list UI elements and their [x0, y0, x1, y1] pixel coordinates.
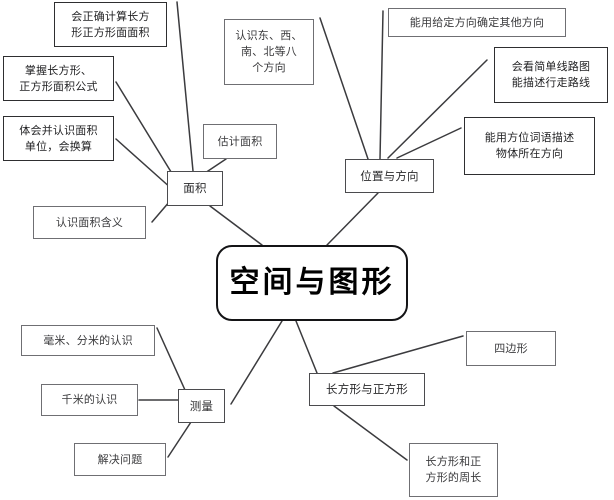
connector-position-to-pos-route-map [387, 59, 488, 159]
leaf-node-quadrilateral[interactable]: 四边形 [466, 331, 556, 366]
leaf-node-meas-mm-dm[interactable]: 毫米、分米的认识 [21, 325, 155, 356]
leaf-node-meas-km[interactable]: 千米的认识 [41, 384, 138, 416]
leaf-node-area-calc[interactable]: 会正确计算长方 形正方形面面积 [54, 2, 167, 47]
connector-center-to-area [209, 205, 263, 246]
branch-node-measure[interactable]: 测量 [178, 389, 225, 423]
connector-center-to-rect-square [295, 320, 318, 374]
connector-area-to-area-calc [176, 1, 194, 172]
branch-node-position[interactable]: 位置与方向 [345, 159, 434, 193]
branch-node-rect-square[interactable]: 长方形与正方形 [309, 373, 425, 406]
center-node-空间与图形[interactable]: 空间与图形 [216, 245, 408, 321]
connector-position-to-pos-words [396, 127, 462, 159]
connector-rect-square-to-perimeter [333, 405, 408, 461]
leaf-node-pos-words[interactable]: 能用方位词语描述 物体所在方向 [464, 117, 595, 175]
connector-rect-square-to-quadrilateral [332, 335, 464, 374]
leaf-node-area-unit[interactable]: 体会并认识面积 单位，会换算 [3, 116, 114, 161]
leaf-node-pos-eight-dir[interactable]: 认识东、西、 南、北等八 个方向 [224, 19, 314, 85]
leaf-node-area-meaning[interactable]: 认识面积含义 [33, 206, 146, 239]
connector-measure-to-meas-solve [167, 421, 192, 458]
leaf-node-pos-given-dir[interactable]: 能用给定方向确定其他方向 [388, 8, 566, 37]
leaf-node-area-formula[interactable]: 掌握长方形、 正方形面积公式 [3, 56, 114, 101]
connector-center-to-position [326, 192, 379, 246]
connector-position-to-pos-given-dir [379, 10, 384, 160]
leaf-node-meas-solve[interactable]: 解决问题 [74, 443, 166, 476]
connector-measure-to-meas-mm-dm [156, 327, 186, 391]
connector-area-to-area-unit [115, 138, 173, 190]
leaf-node-area-estimate[interactable]: 估计面积 [203, 124, 277, 159]
connector-center-to-measure [230, 320, 283, 405]
connector-area-to-area-estimate [204, 158, 227, 174]
leaf-node-perimeter[interactable]: 长方形和正 方形的周长 [409, 443, 498, 497]
connector-area-to-area-formula [115, 81, 177, 181]
leaf-node-pos-route-map[interactable]: 会看简单线路图 能描述行走路线 [494, 47, 608, 103]
branch-node-area[interactable]: 面积 [167, 171, 223, 206]
connector-position-to-pos-eight-dir [319, 17, 369, 160]
